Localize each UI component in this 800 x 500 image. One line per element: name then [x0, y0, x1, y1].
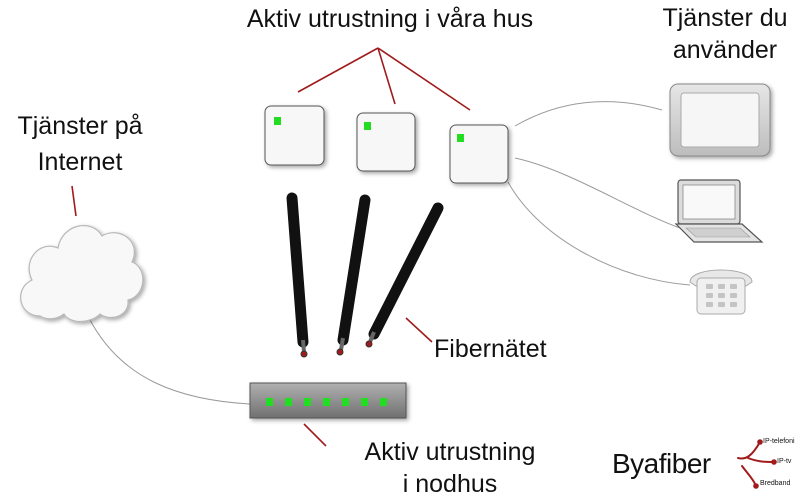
label-line: Aktiv utrustning	[364, 438, 536, 466]
fiber-cable-icon	[286, 192, 309, 358]
label-line: Tjänster du	[662, 4, 788, 32]
logo-tag: IP-tv	[777, 458, 792, 465]
laptop-icon	[674, 179, 764, 243]
fiber-label-pointer	[405, 317, 433, 343]
label-line: i nodhus	[402, 470, 498, 498]
label-text: Aktiv utrustning i våra hus	[246, 5, 534, 33]
logo-name: Byafiber	[612, 448, 711, 479]
label-line: använder	[672, 36, 778, 64]
services-used-label: Tjänster du använder	[640, 2, 800, 66]
phone-icon	[689, 269, 753, 315]
label-text: Fibernätet	[434, 335, 547, 363]
network-switch-icon	[249, 382, 407, 419]
logo-tag: IP-telefoni	[763, 438, 795, 445]
byafiber-logo: Byafiber IP-telefoni IP-tv Bredband	[612, 436, 800, 496]
fiber-cable-icon	[365, 202, 444, 348]
top-label-pointers	[297, 47, 471, 111]
home-unit-icon	[264, 105, 325, 166]
label-line: Tjänster på	[17, 112, 143, 140]
fiber-cable-icon	[336, 194, 371, 356]
logo-branch-icon	[737, 439, 777, 489]
home-unit-icon	[449, 124, 509, 184]
internet-services-label: Tjänster på Internet	[0, 108, 160, 180]
internet-label-pointer	[71, 185, 77, 217]
node-label-pointer	[303, 423, 327, 447]
tablet-icon	[669, 83, 771, 157]
logo-tag: Bredband	[760, 480, 791, 487]
label-line: Internet	[37, 148, 123, 176]
cloud-icon	[20, 225, 144, 323]
service-connections	[87, 101, 691, 405]
active-equipment-node-label: Aktiv utrustning i nodhus	[330, 436, 570, 500]
fiber-network-label: Fibernätet	[434, 334, 547, 364]
home-unit-icon	[356, 112, 416, 172]
active-equipment-homes-label: Aktiv utrustning i våra hus	[200, 4, 580, 34]
